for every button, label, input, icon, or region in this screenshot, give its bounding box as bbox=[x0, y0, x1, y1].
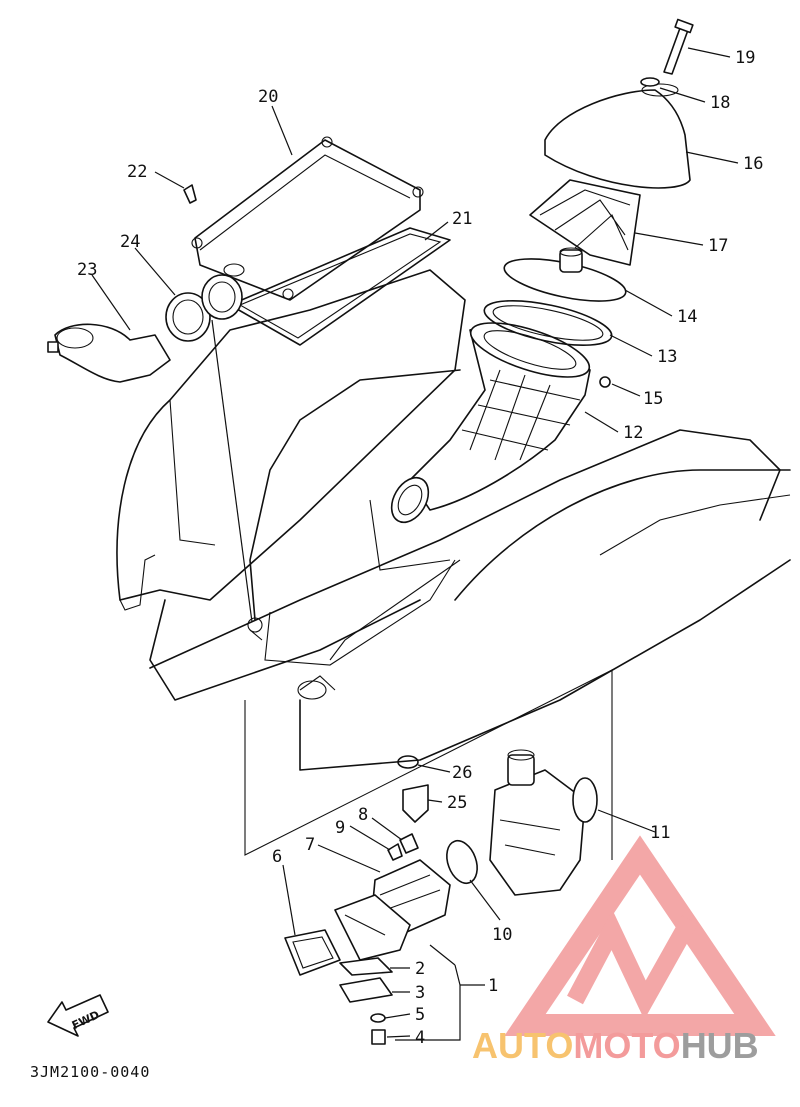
label-20: 20 bbox=[258, 87, 278, 107]
label-22: 22 bbox=[127, 162, 147, 182]
bolt-19 bbox=[663, 27, 689, 75]
joint-23 bbox=[47, 323, 171, 383]
label-4: 4 bbox=[415, 1028, 425, 1048]
filter-cap bbox=[544, 89, 691, 189]
watermark-auto: AUTO bbox=[472, 1025, 573, 1066]
label-21: 21 bbox=[452, 209, 472, 229]
label-25: 25 bbox=[447, 793, 467, 813]
label-7: 7 bbox=[305, 835, 315, 855]
label-23: 23 bbox=[77, 260, 97, 280]
label-11: 11 bbox=[650, 823, 670, 843]
label-13: 13 bbox=[657, 347, 677, 367]
gasket-13 bbox=[483, 300, 613, 346]
airbox-inlet bbox=[201, 274, 243, 320]
frame-body bbox=[116, 269, 791, 771]
label-5: 5 bbox=[415, 1005, 425, 1025]
label-3: 3 bbox=[415, 983, 425, 1003]
carburetor bbox=[489, 749, 586, 896]
fwd-arrow: FWD bbox=[47, 994, 109, 1037]
bolt-8 bbox=[399, 833, 419, 854]
label-8: 8 bbox=[358, 805, 368, 825]
label-26: 26 bbox=[452, 763, 472, 783]
label-17: 17 bbox=[708, 236, 728, 256]
bolt-15 bbox=[599, 376, 611, 388]
airbox-cover bbox=[191, 136, 424, 301]
filter-holder bbox=[503, 247, 627, 302]
gasket-6 bbox=[284, 929, 341, 976]
label-24: 24 bbox=[120, 232, 140, 252]
clamp-11 bbox=[572, 777, 598, 823]
group-box-outline bbox=[244, 669, 613, 860]
intake-duct bbox=[390, 322, 591, 524]
filter-element bbox=[529, 179, 641, 266]
watermark-text: AUTOMOTOHUB bbox=[472, 1025, 759, 1066]
label-9: 9 bbox=[335, 818, 345, 838]
reed-valve-body bbox=[334, 894, 411, 961]
part-labels: 19 18 16 17 14 13 15 12 20 21 22 24 23 2… bbox=[77, 48, 763, 1048]
joint-25 bbox=[402, 784, 429, 823]
plate-2 bbox=[339, 957, 393, 976]
watermark-logo: AUTOMOTOHUB bbox=[472, 835, 776, 1066]
label-19: 19 bbox=[735, 48, 755, 68]
washer-5 bbox=[370, 1013, 386, 1023]
screw-4 bbox=[371, 1029, 386, 1045]
label-16: 16 bbox=[743, 154, 763, 174]
clamp-10 bbox=[446, 839, 478, 885]
label-1: 1 bbox=[488, 976, 498, 996]
screw-9 bbox=[387, 843, 403, 861]
plate-3 bbox=[339, 977, 393, 1003]
screw-22 bbox=[183, 184, 197, 204]
label-2: 2 bbox=[415, 959, 425, 979]
label-15: 15 bbox=[643, 389, 663, 409]
washer-18 bbox=[640, 77, 660, 87]
label-6: 6 bbox=[272, 847, 282, 867]
label-10: 10 bbox=[492, 925, 512, 945]
watermark-moto: MOTO bbox=[573, 1025, 680, 1066]
drawing-code: 3JM2100-0040 bbox=[30, 1063, 150, 1081]
leader-lines bbox=[91, 47, 739, 1041]
label-18: 18 bbox=[710, 93, 730, 113]
clip-26 bbox=[397, 755, 419, 769]
label-14: 14 bbox=[677, 307, 697, 327]
airbox-gasket bbox=[229, 227, 451, 346]
label-12: 12 bbox=[623, 423, 643, 443]
watermark-hub: HUB bbox=[681, 1025, 759, 1066]
